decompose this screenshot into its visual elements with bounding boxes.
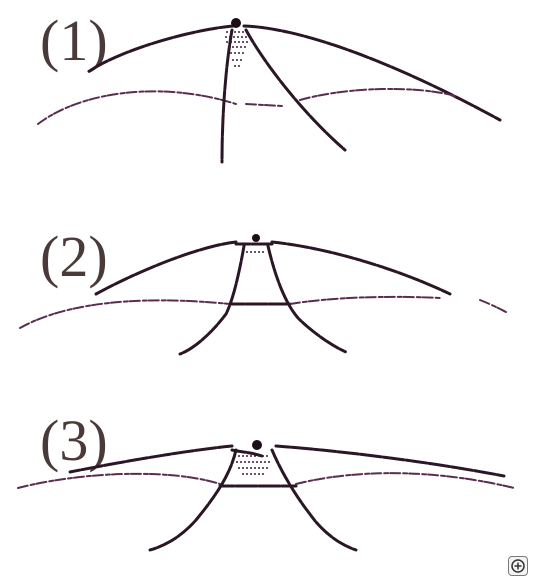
diagram-panel-3: (3): [0, 380, 534, 560]
suture-drawing-1: [0, 0, 534, 190]
knot-hatching: [236, 456, 272, 474]
diagram-panel-2: (2): [0, 190, 534, 380]
suture-drawing-3: [0, 380, 534, 570]
zoom-in-icon: [510, 558, 526, 574]
diagram-panel-1: (1): [0, 0, 534, 190]
suture-drawing-2: [0, 190, 534, 380]
zoom-in-button[interactable]: [508, 556, 528, 576]
